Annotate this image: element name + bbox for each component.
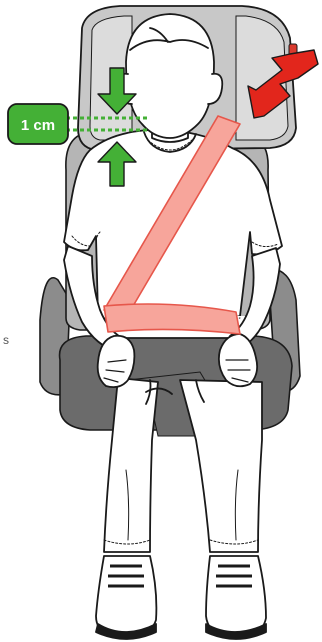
- child-right-leg: [180, 380, 262, 552]
- left-shoe: [96, 556, 156, 638]
- child-shoes: [96, 556, 266, 639]
- stray-glyph: s: [3, 333, 9, 347]
- right-shoe: [206, 556, 266, 638]
- gap-badge-label: 1 cm: [21, 117, 55, 134]
- belt-lap-strap: [104, 304, 240, 334]
